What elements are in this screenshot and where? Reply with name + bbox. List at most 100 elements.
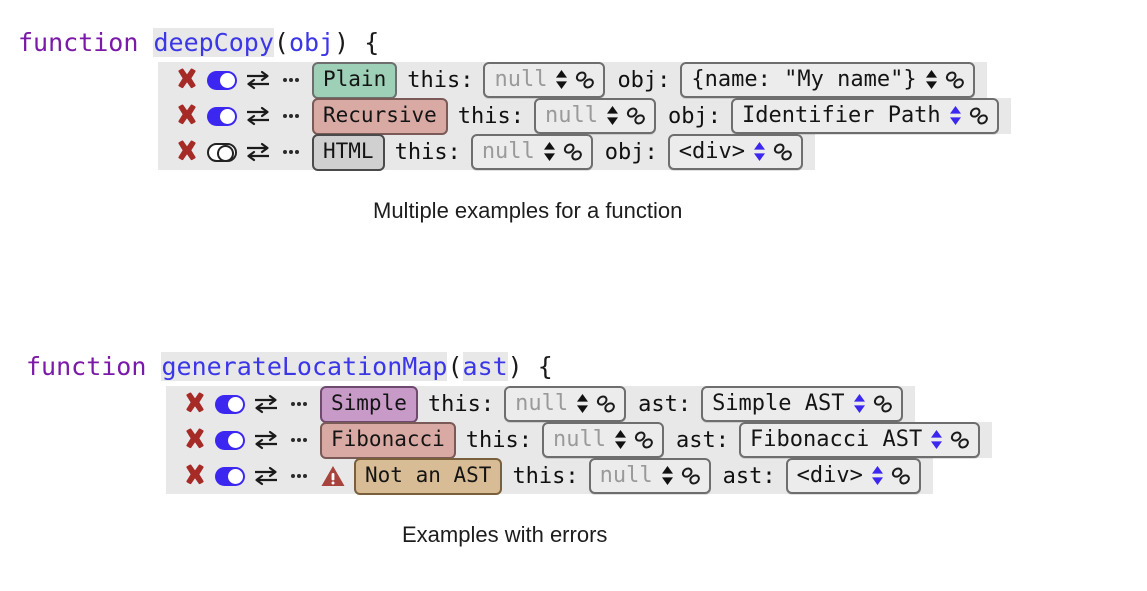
field-value: null: [494, 67, 548, 92]
value-field[interactable]: Identifier Path: [731, 98, 999, 134]
field-label: this:: [427, 391, 495, 417]
field-label: this:: [465, 427, 533, 453]
field-label: obj:: [668, 103, 721, 129]
stepper-arrows-icon[interactable]: [753, 141, 766, 162]
field-value: null: [515, 391, 569, 416]
stepper-arrows-icon[interactable]: [853, 393, 866, 414]
swap-arrows-icon[interactable]: [245, 141, 271, 163]
chain-link-icon[interactable]: [949, 430, 971, 450]
field-value: <div>: [678, 139, 746, 164]
value-field[interactable]: null: [470, 134, 593, 170]
more-options-icon[interactable]: [280, 106, 302, 126]
toggle-switch-icon[interactable]: [215, 466, 245, 486]
toggle-switch-icon[interactable]: [207, 70, 237, 90]
chain-link-icon[interactable]: [562, 142, 584, 162]
chain-link-icon[interactable]: [680, 466, 702, 486]
more-options-icon[interactable]: [280, 70, 302, 90]
value-field[interactable]: null: [483, 62, 606, 98]
close-x-icon[interactable]: [174, 103, 200, 129]
stepper-arrows-icon[interactable]: [576, 393, 589, 414]
example-name-chip[interactable]: Simple: [320, 385, 418, 423]
value-field[interactable]: null: [504, 386, 627, 422]
close-x-icon[interactable]: [174, 139, 200, 165]
function-keyword: function: [26, 352, 162, 381]
chain-link-icon[interactable]: [872, 394, 894, 414]
value-field[interactable]: Simple AST: [701, 386, 903, 422]
chain-link-icon[interactable]: [890, 466, 912, 486]
example-name-chip[interactable]: Fibonacci: [320, 421, 456, 459]
more-options-icon[interactable]: [288, 430, 310, 450]
example-name-chip[interactable]: Recursive: [312, 97, 448, 135]
field-label: this:: [394, 139, 461, 165]
chain-link-icon[interactable]: [772, 142, 794, 162]
function-param: ast: [462, 352, 508, 381]
more-options-icon[interactable]: [280, 142, 302, 162]
field-value: <div>: [796, 463, 863, 488]
value-field[interactable]: Fibonacci AST: [739, 422, 981, 458]
close-paren: ): [334, 28, 365, 57]
stepper-arrows-icon[interactable]: [661, 465, 674, 486]
toggle-switch-icon[interactable]: [207, 142, 237, 162]
chain-link-icon[interactable]: [944, 70, 966, 90]
warning-triangle-icon: [320, 464, 346, 488]
swap-arrows-icon[interactable]: [253, 393, 279, 415]
field-label: this:: [457, 103, 525, 129]
close-x-icon[interactable]: [174, 67, 200, 93]
close-x-icon[interactable]: [182, 391, 208, 417]
field-label: ast:: [676, 427, 729, 453]
value-field[interactable]: <div>: [785, 458, 921, 494]
stepper-arrows-icon[interactable]: [606, 105, 619, 126]
close-x-icon[interactable]: [182, 427, 208, 453]
value-field[interactable]: null: [534, 98, 657, 134]
more-options-icon[interactable]: [288, 466, 310, 486]
chain-link-icon[interactable]: [595, 394, 617, 414]
toggle-switch-icon[interactable]: [215, 430, 245, 450]
close-x-icon[interactable]: [182, 463, 208, 489]
stepper-arrows-icon[interactable]: [930, 429, 943, 450]
stepper-arrows-icon[interactable]: [555, 69, 568, 90]
stepper-arrows-icon[interactable]: [949, 105, 962, 126]
field-value: null: [545, 103, 599, 128]
open-brace: {: [537, 352, 553, 381]
function-signature: function generateLocationMap(ast) {: [26, 350, 992, 384]
value-field[interactable]: null: [542, 422, 665, 458]
field-label: ast:: [638, 391, 692, 417]
swap-arrows-icon[interactable]: [245, 105, 271, 127]
example-name-chip[interactable]: HTML: [312, 133, 385, 171]
chain-link-icon[interactable]: [968, 106, 990, 126]
field-label: obj:: [604, 139, 658, 165]
value-field[interactable]: <div>: [667, 134, 804, 170]
function-keyword: function: [18, 28, 154, 57]
example-name-chip[interactable]: Not an AST: [354, 457, 503, 495]
function-name: generateLocationMap: [161, 352, 448, 381]
swap-arrows-icon[interactable]: [253, 429, 279, 451]
stepper-arrows-icon[interactable]: [543, 141, 556, 162]
open-paren: (: [273, 28, 289, 57]
chain-link-icon[interactable]: [625, 106, 647, 126]
chain-link-icon[interactable]: [574, 70, 596, 90]
open-paren: (: [447, 352, 463, 381]
more-options-icon[interactable]: [288, 394, 310, 414]
example-block-generate-location-map: function generateLocationMap(ast) { Simp…: [26, 350, 993, 547]
swap-arrows-icon[interactable]: [245, 69, 271, 91]
chain-link-icon[interactable]: [633, 430, 655, 450]
example-row: HTML this: null obj: <div>: [158, 133, 816, 171]
toggle-switch-icon[interactable]: [207, 106, 237, 126]
stepper-arrows-icon[interactable]: [871, 465, 884, 486]
value-field[interactable]: {name: "My name"}: [680, 62, 975, 98]
example-row: Fibonacci this: null ast: Fibonacci AST: [166, 421, 993, 459]
field-value: Simple AST: [712, 391, 845, 416]
function-name: deepCopy: [153, 28, 274, 57]
field-value: Fibonacci AST: [750, 427, 923, 452]
field-label: this:: [407, 67, 474, 93]
example-name-chip[interactable]: Plain: [312, 61, 398, 99]
stepper-arrows-icon[interactable]: [614, 429, 627, 450]
stepper-arrows-icon[interactable]: [925, 69, 938, 90]
value-field[interactable]: null: [588, 458, 711, 494]
swap-arrows-icon[interactable]: [253, 465, 279, 487]
toggle-switch-icon[interactable]: [215, 394, 245, 414]
example-row: Recursive this: null obj: Identifier Path: [158, 97, 1011, 135]
